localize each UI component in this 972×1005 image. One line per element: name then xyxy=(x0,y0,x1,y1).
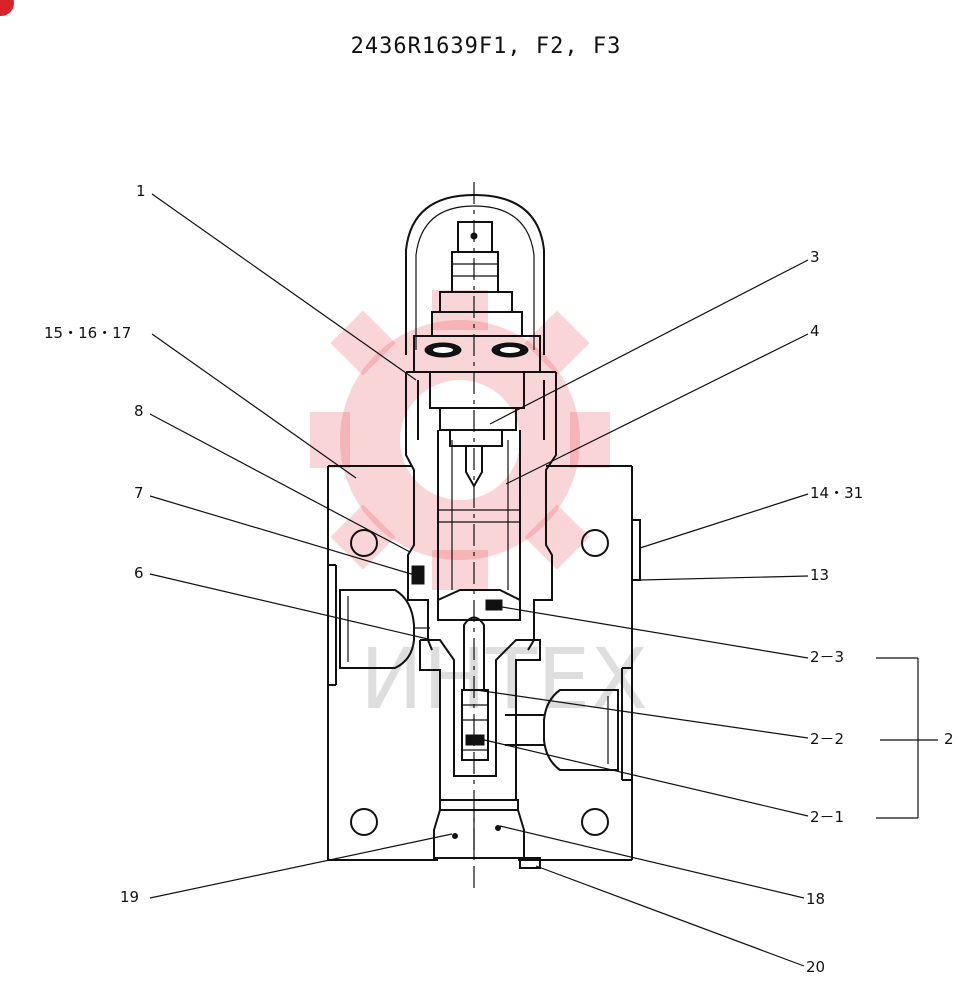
callout-2-2: 2－2 xyxy=(810,730,844,748)
bottom-plug xyxy=(433,799,541,869)
callout-7: 7 xyxy=(134,484,144,502)
callout-14-31: 14・31 xyxy=(810,484,863,502)
callout-15-16-17: 15・16・17 xyxy=(44,324,131,342)
callout-2-1: 2－1 xyxy=(810,808,844,826)
callout-3: 3 xyxy=(810,248,820,266)
leader-lines xyxy=(149,193,938,967)
callout-4: 4 xyxy=(810,322,820,340)
callout-8: 8 xyxy=(134,402,144,420)
callout-20: 20 xyxy=(806,958,825,976)
callout-13: 13 xyxy=(810,566,829,584)
callout-2-3: 2－3 xyxy=(810,648,844,666)
cartridge-housing xyxy=(405,371,557,651)
watermark-text: ИНТЕХ xyxy=(360,630,648,728)
callout-19: 19 xyxy=(120,888,139,906)
poppet-seat xyxy=(411,565,541,800)
adjuster-cap xyxy=(405,193,545,489)
callout-18: 18 xyxy=(806,890,825,908)
right-port-plug xyxy=(505,689,619,771)
callout-1: 1 xyxy=(136,182,146,200)
callout-2: 2 xyxy=(944,730,954,748)
valve-block xyxy=(327,465,641,861)
drawing-title: 2436R1639F1, F2, F3 xyxy=(350,34,622,59)
callout-6: 6 xyxy=(134,564,144,582)
